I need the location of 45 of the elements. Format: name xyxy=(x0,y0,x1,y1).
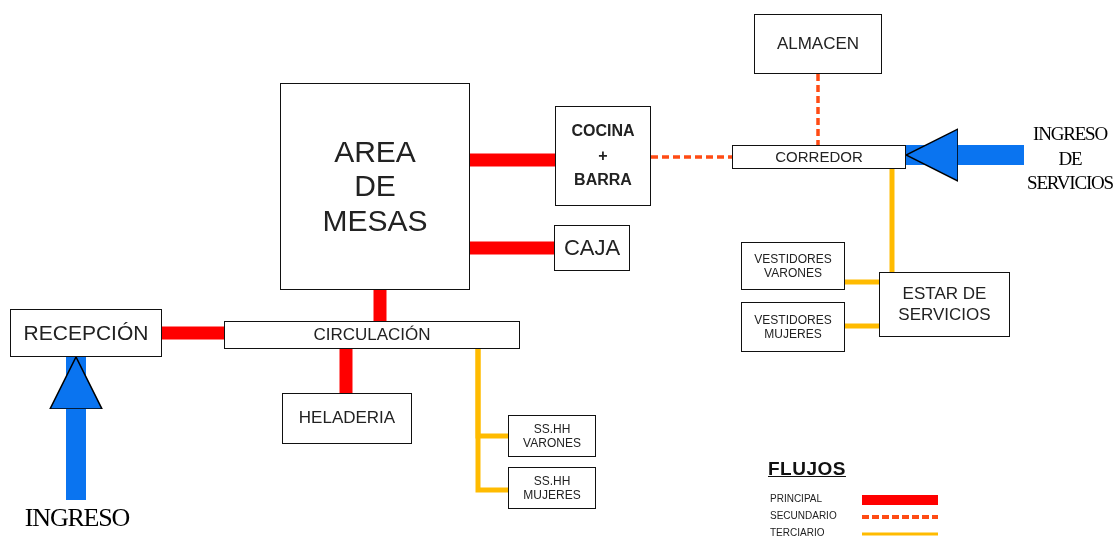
room-label: CORREDOR xyxy=(775,148,863,166)
room-label: CAJA xyxy=(563,234,621,262)
flow-line xyxy=(889,169,895,272)
room-label: ESTAR DE SERVICIOS xyxy=(897,284,992,325)
room-label: AREA DE MESAS xyxy=(321,134,429,239)
flow-line xyxy=(651,155,732,159)
entrance-label: INGRESO DE SERVICIOS xyxy=(1026,121,1114,196)
room-box xyxy=(280,83,470,290)
room-box xyxy=(741,302,845,352)
room-box xyxy=(555,106,651,206)
room-label: COCINA + BARRA xyxy=(570,120,636,191)
room-box xyxy=(508,415,596,457)
room-label: RECEPCIÓN xyxy=(23,320,149,346)
flow-line xyxy=(162,326,224,340)
flow-line xyxy=(470,153,555,167)
room-label: ALMACEN xyxy=(776,33,860,55)
room-box xyxy=(554,225,630,271)
legend-title: FLUJOS xyxy=(768,458,846,480)
legend-label: TERCIARIO xyxy=(770,527,826,538)
room-box xyxy=(732,145,906,169)
room-label: VESTIDORES VARONES xyxy=(753,251,833,281)
flow-line xyxy=(816,74,820,145)
entrance-label: INGRESO xyxy=(24,502,130,534)
room-label: SS.HH VARONES xyxy=(522,421,582,451)
legend-label: PRINCIPAL xyxy=(770,493,824,504)
flow-line xyxy=(373,290,387,321)
room-box xyxy=(879,272,1010,337)
flow-line xyxy=(470,241,554,255)
room-box xyxy=(508,467,596,509)
flow-line xyxy=(339,349,353,393)
block-arrow xyxy=(49,356,103,500)
room-box xyxy=(10,309,162,357)
room-label: VESTIDORES MUJERES xyxy=(753,312,833,342)
room-label: CIRCULACIÓN xyxy=(313,324,431,346)
flow-line xyxy=(845,279,879,285)
room-box xyxy=(282,393,412,444)
room-box xyxy=(741,242,845,290)
flow-line xyxy=(845,323,879,329)
room-label: HELADERIA xyxy=(298,408,396,429)
room-box xyxy=(224,321,520,349)
legend-label: SECUNDARIO xyxy=(770,510,838,521)
block-arrow xyxy=(905,128,1024,182)
room-box xyxy=(754,14,882,74)
flow-line xyxy=(475,349,508,493)
room-label: SS.HH MUJERES xyxy=(522,473,582,503)
